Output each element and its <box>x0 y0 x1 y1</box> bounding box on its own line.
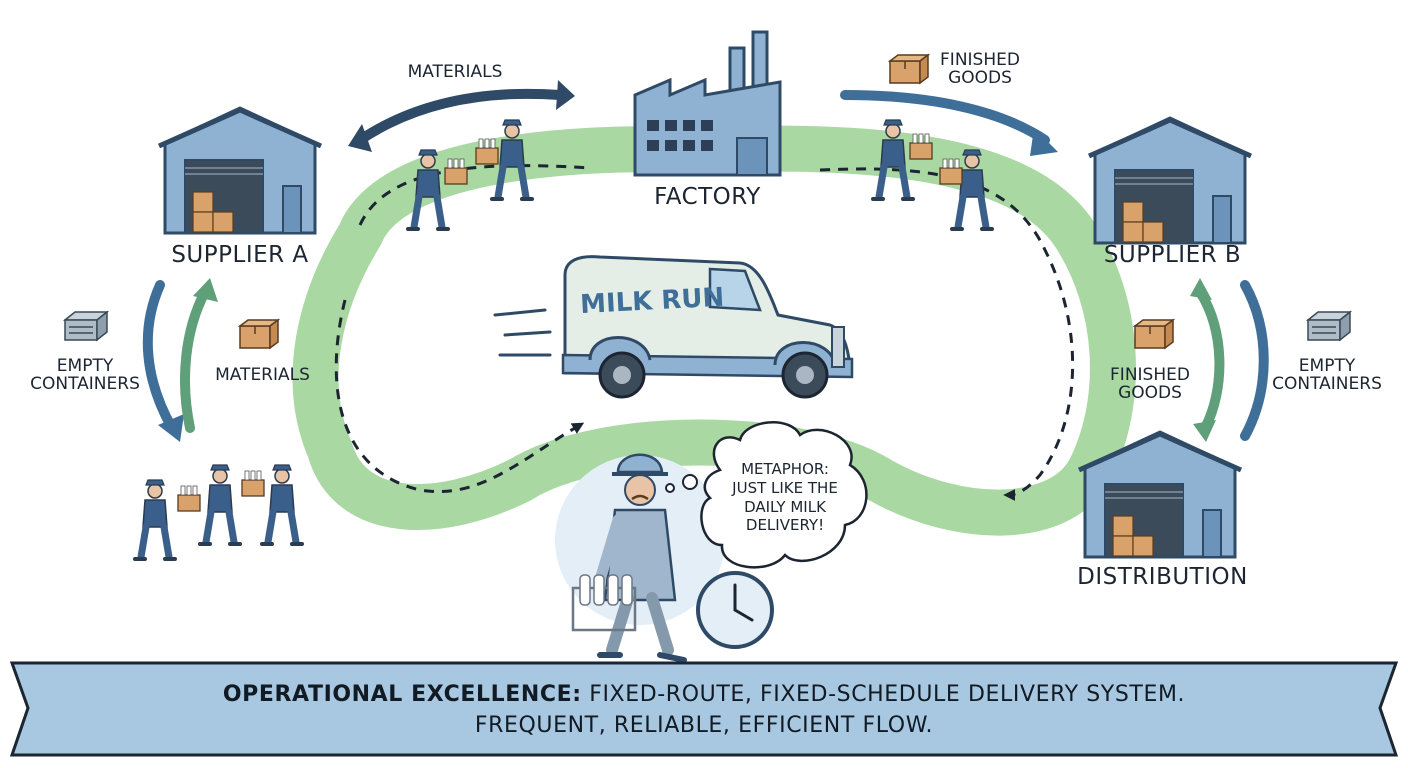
box-icon <box>241 470 265 497</box>
node-label-supplier-b: SUPPLIER B <box>1103 242 1242 268</box>
flow-label-line: CONTAINERS <box>1272 373 1382 394</box>
thought-line: METAPHOR: <box>741 460 829 478</box>
factory-icon <box>633 30 782 177</box>
route-dashed-line <box>334 299 585 493</box>
box-icon <box>239 319 279 349</box>
flow-arrow-finished-top <box>840 90 1050 145</box>
flow-arrow-materials-top <box>355 88 565 145</box>
banner-ribbon <box>9 661 1399 757</box>
flow-arrow-materials-left <box>180 287 210 433</box>
worker-icon <box>135 480 175 559</box>
flow-label-line: GOODS <box>1118 382 1182 403</box>
box-icon <box>939 158 963 185</box>
banner-line-2: FREQUENT, RELIABLE, EFFICIENT FLOW. <box>474 712 934 738</box>
node-label-supplier-a: SUPPLIER A <box>171 242 309 268</box>
empty-crate-icon <box>1307 311 1351 341</box>
banner-line-1: OPERATIONAL EXCELLENCE: FIXED-ROUTE, FIX… <box>40 680 1368 711</box>
flow-arrow-empty-left <box>142 280 177 433</box>
milkman-icon <box>571 453 687 663</box>
box-icon <box>475 138 499 165</box>
node-label-factory: FACTORY <box>654 184 761 210</box>
thought-line: JUST LIKE THE <box>732 478 838 497</box>
flow-label-materials-top: MATERIALS <box>407 62 503 82</box>
banner-rest: FIXED-ROUTE, FIXED-SCHEDULE DELIVERY SYS… <box>581 682 1186 707</box>
thought-bubble <box>700 421 868 569</box>
worker-icon <box>262 465 302 544</box>
box-icon <box>889 54 929 84</box>
flow-arrow-empty-right <box>1240 280 1269 441</box>
warehouse-icon <box>159 108 321 233</box>
flow-arrow-finished-right <box>1195 287 1225 433</box>
box-icon <box>1134 319 1174 349</box>
flow-label-line: GOODS <box>948 67 1012 88</box>
box-icon <box>177 485 201 512</box>
flow-label-materials-left: MATERIALS <box>215 365 310 385</box>
flow-label-line: FINISHED <box>940 50 1020 70</box>
banner-lead: OPERATIONAL EXCELLENCE: <box>222 682 582 707</box>
thought-bubble-text: METAPHOR: JUST LIKE THE DAILY MILK DELIV… <box>720 460 850 535</box>
flow-label-line: CONTAINERS <box>30 373 140 394</box>
warehouse-icon <box>1089 118 1251 243</box>
flow-label-finished-right: FINISHED GOODS <box>1100 365 1200 403</box>
flow-label-finished-top: FINISHED GOODS <box>930 50 1030 88</box>
route-dashed-line <box>358 164 1074 495</box>
thought-line: DAILY MILK <box>744 497 826 516</box>
thought-line: DELIVERY! <box>745 516 825 535</box>
flow-label-empty-right: EMPTY CONTAINERS <box>1262 356 1392 394</box>
box-icon <box>444 158 468 185</box>
flow-label-line: FINISHED <box>1110 365 1190 385</box>
flow-label-line: EMPTY <box>56 356 114 376</box>
worker-icon <box>200 465 240 544</box>
clock-icon <box>696 571 774 649</box>
node-label-distribution: DISTRIBUTION <box>1077 564 1248 590</box>
truck-icon <box>493 255 854 399</box>
flow-label-empty-left: EMPTY CONTAINERS <box>20 356 150 394</box>
empty-crate-icon <box>64 311 108 341</box>
box-icon <box>909 133 933 160</box>
flow-label-line: EMPTY <box>1298 356 1356 376</box>
banner-text: OPERATIONAL EXCELLENCE: FIXED-ROUTE, FIX… <box>40 680 1368 742</box>
